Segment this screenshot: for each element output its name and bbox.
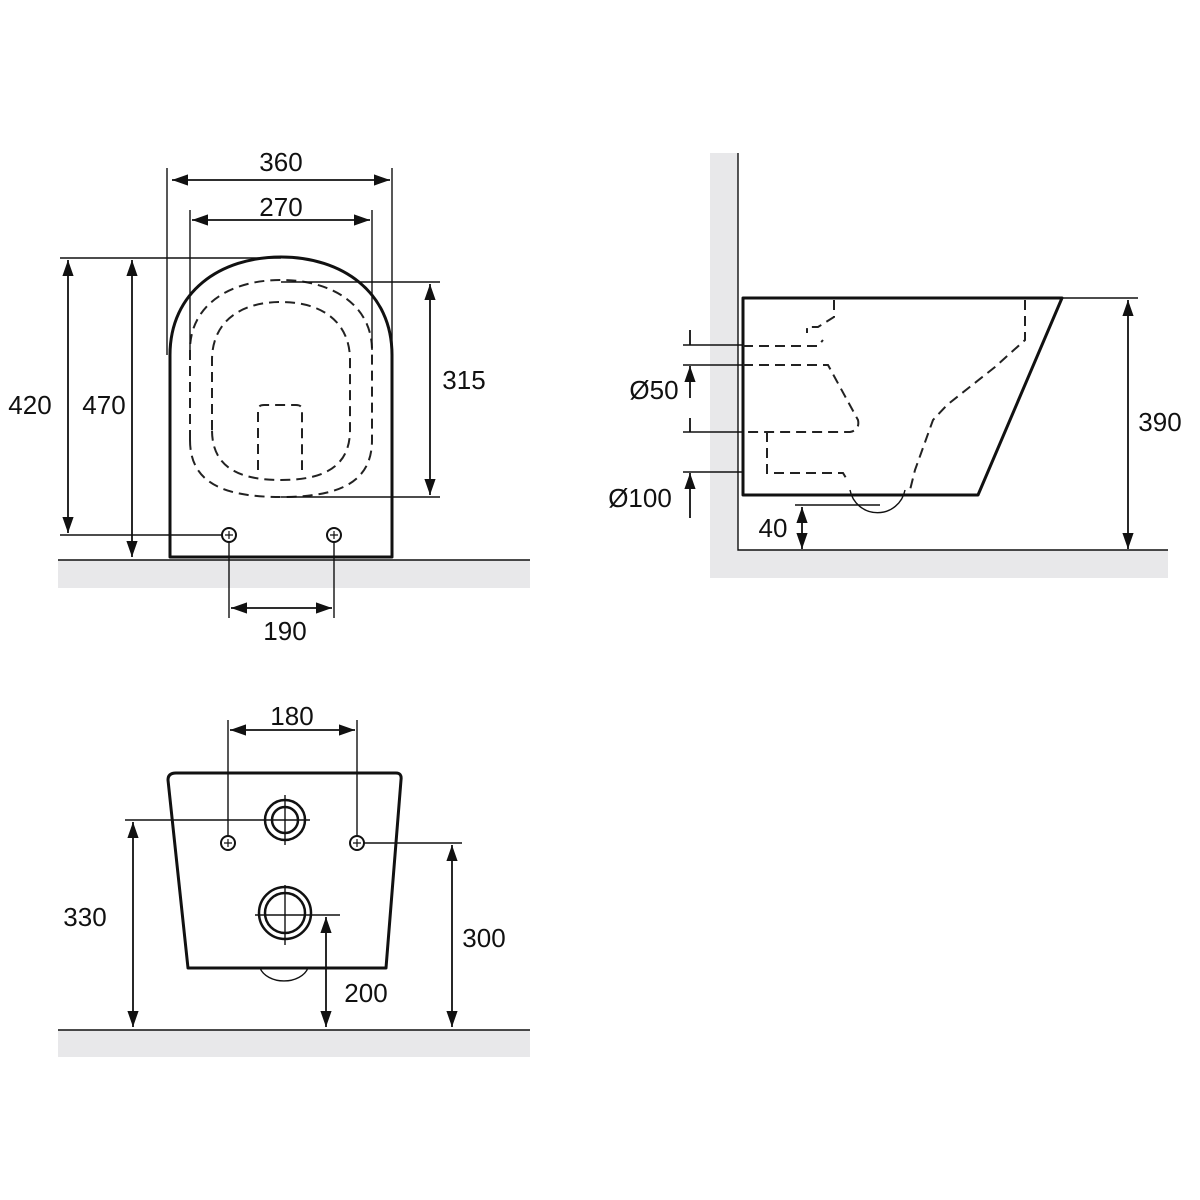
dim-200: 200 [344, 978, 387, 1008]
fixing-hole-icon [220, 835, 365, 851]
dim-330: 330 [63, 902, 106, 932]
bowl-dashed [909, 300, 1026, 491]
dim-360: 360 [259, 147, 302, 177]
fixing-hole-icon [221, 527, 342, 543]
bowl-outline-dashed [211, 300, 351, 482]
outlet-spigot [849, 489, 906, 514]
dim-270: 270 [259, 192, 302, 222]
inlet-connector-icon [262, 795, 310, 845]
floor [58, 1030, 530, 1057]
outlet-connector-icon [255, 885, 340, 945]
floor [710, 550, 1168, 578]
front-view: 360 270 420 470 315 190 [8, 147, 530, 646]
dim-outlet-diameter: Ø100 [608, 483, 672, 513]
rear-view: 180 330 300 200 [58, 701, 530, 1057]
dim-390: 390 [1138, 407, 1181, 437]
dim-470: 470 [82, 390, 125, 420]
seat-outline-dashed [189, 278, 373, 499]
outlet-bulge [259, 967, 309, 982]
dim-40: 40 [759, 513, 788, 543]
dim-190: 190 [263, 616, 306, 646]
toilet-rear-outline [166, 771, 403, 970]
dim-300: 300 [462, 923, 505, 953]
dim-180: 180 [270, 701, 313, 731]
dim-315: 315 [442, 365, 485, 395]
trap-dashed [257, 404, 303, 470]
floor [58, 560, 530, 588]
dim-inlet-diameter: Ø50 [629, 375, 678, 405]
toilet-front-outline [168, 255, 394, 559]
toilet-side-outline [741, 296, 1064, 497]
dim-420: 420 [8, 390, 51, 420]
outlet-dashed [766, 432, 847, 479]
side-view: Ø50 Ø100 390 40 [608, 153, 1182, 578]
inlet-dashed [743, 300, 860, 433]
